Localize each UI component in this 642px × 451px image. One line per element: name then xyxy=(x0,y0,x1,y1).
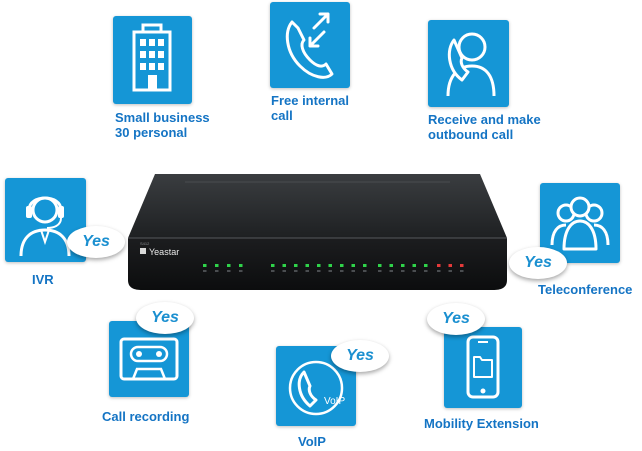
led-label-mark xyxy=(460,270,464,272)
outbound-call-tile xyxy=(428,20,509,107)
free-internal-call-tile xyxy=(270,2,350,88)
smartphone-icon xyxy=(466,335,500,399)
led-label-mark xyxy=(305,270,309,272)
cassette-tape-icon xyxy=(119,337,179,381)
led-label-mark xyxy=(363,270,367,272)
status-led xyxy=(305,264,309,267)
office-building-icon xyxy=(132,23,172,92)
led-label-mark xyxy=(437,270,441,272)
status-led xyxy=(294,264,298,267)
voip-label: VoIP xyxy=(298,434,326,449)
led-label-mark xyxy=(351,270,355,272)
voip-icon-text: VoIP xyxy=(324,396,345,407)
outbound-call-label: Receive and make outbound call xyxy=(428,112,541,142)
led-label-mark xyxy=(271,270,275,272)
status-led xyxy=(412,264,416,267)
teleconference-label: Teleconference xyxy=(538,282,633,297)
status-led xyxy=(340,264,344,267)
led-label-mark xyxy=(378,270,382,272)
status-led xyxy=(271,264,275,267)
call-recording-yes-badge: Yes xyxy=(136,302,194,334)
mobility-yes-badge: Yes xyxy=(427,303,485,335)
status-led xyxy=(448,264,452,267)
status-led xyxy=(401,264,405,267)
led-label-mark xyxy=(412,270,416,272)
status-led xyxy=(227,264,231,267)
status-led xyxy=(351,264,355,267)
voip-phone-icon: VoIP xyxy=(288,360,345,416)
device-model-text: S412 xyxy=(140,241,150,246)
led-label-mark xyxy=(340,270,344,272)
small-business-tile xyxy=(113,16,192,104)
mobility-extension-tile xyxy=(444,327,522,408)
mobility-extension-label: Mobility Extension xyxy=(424,416,539,431)
status-led xyxy=(437,264,441,267)
led-label-mark xyxy=(227,270,231,272)
status-led xyxy=(282,264,286,267)
status-led xyxy=(203,264,207,267)
led-label-mark xyxy=(401,270,405,272)
teleconference-yes-badge: Yes xyxy=(509,247,567,279)
yeastar-logo-icon xyxy=(140,248,146,254)
yeastar-pbx-device: Yeastar S412 xyxy=(125,168,510,298)
voip-tile: VoIP xyxy=(276,346,356,426)
status-led xyxy=(363,264,367,267)
free-internal-call-label: Free internal call xyxy=(271,93,350,123)
voip-yes-badge: Yes xyxy=(331,340,389,372)
pbx-device-illustration: Yeastar S412 xyxy=(128,174,507,290)
device-brand-text: Yeastar xyxy=(149,247,179,257)
led-label-mark xyxy=(215,270,219,272)
status-led xyxy=(328,264,332,267)
ivr-label: IVR xyxy=(32,272,54,287)
group-people-icon xyxy=(550,196,610,251)
status-led xyxy=(239,264,243,267)
call-recording-label: Call recording xyxy=(102,409,190,424)
call-recording-tile xyxy=(109,321,189,397)
phone-transfer-icon xyxy=(285,12,334,79)
led-label-mark xyxy=(203,270,207,272)
status-led xyxy=(389,264,393,267)
led-label-mark xyxy=(239,270,243,272)
headset-operator-icon xyxy=(19,196,71,257)
person-phone-icon xyxy=(446,32,496,97)
led-label-mark xyxy=(448,270,452,272)
status-led xyxy=(460,264,464,267)
led-label-mark xyxy=(282,270,286,272)
ivr-yes-badge: Yes xyxy=(67,226,125,258)
status-led xyxy=(317,264,321,267)
led-label-mark xyxy=(294,270,298,272)
led-label-mark xyxy=(328,270,332,272)
status-led xyxy=(215,264,219,267)
small-business-label: Small business 30 personal xyxy=(115,110,210,140)
led-label-mark xyxy=(317,270,321,272)
status-led xyxy=(378,264,382,267)
status-leds xyxy=(203,264,464,272)
status-led xyxy=(424,264,428,267)
led-label-mark xyxy=(424,270,428,272)
led-label-mark xyxy=(389,270,393,272)
